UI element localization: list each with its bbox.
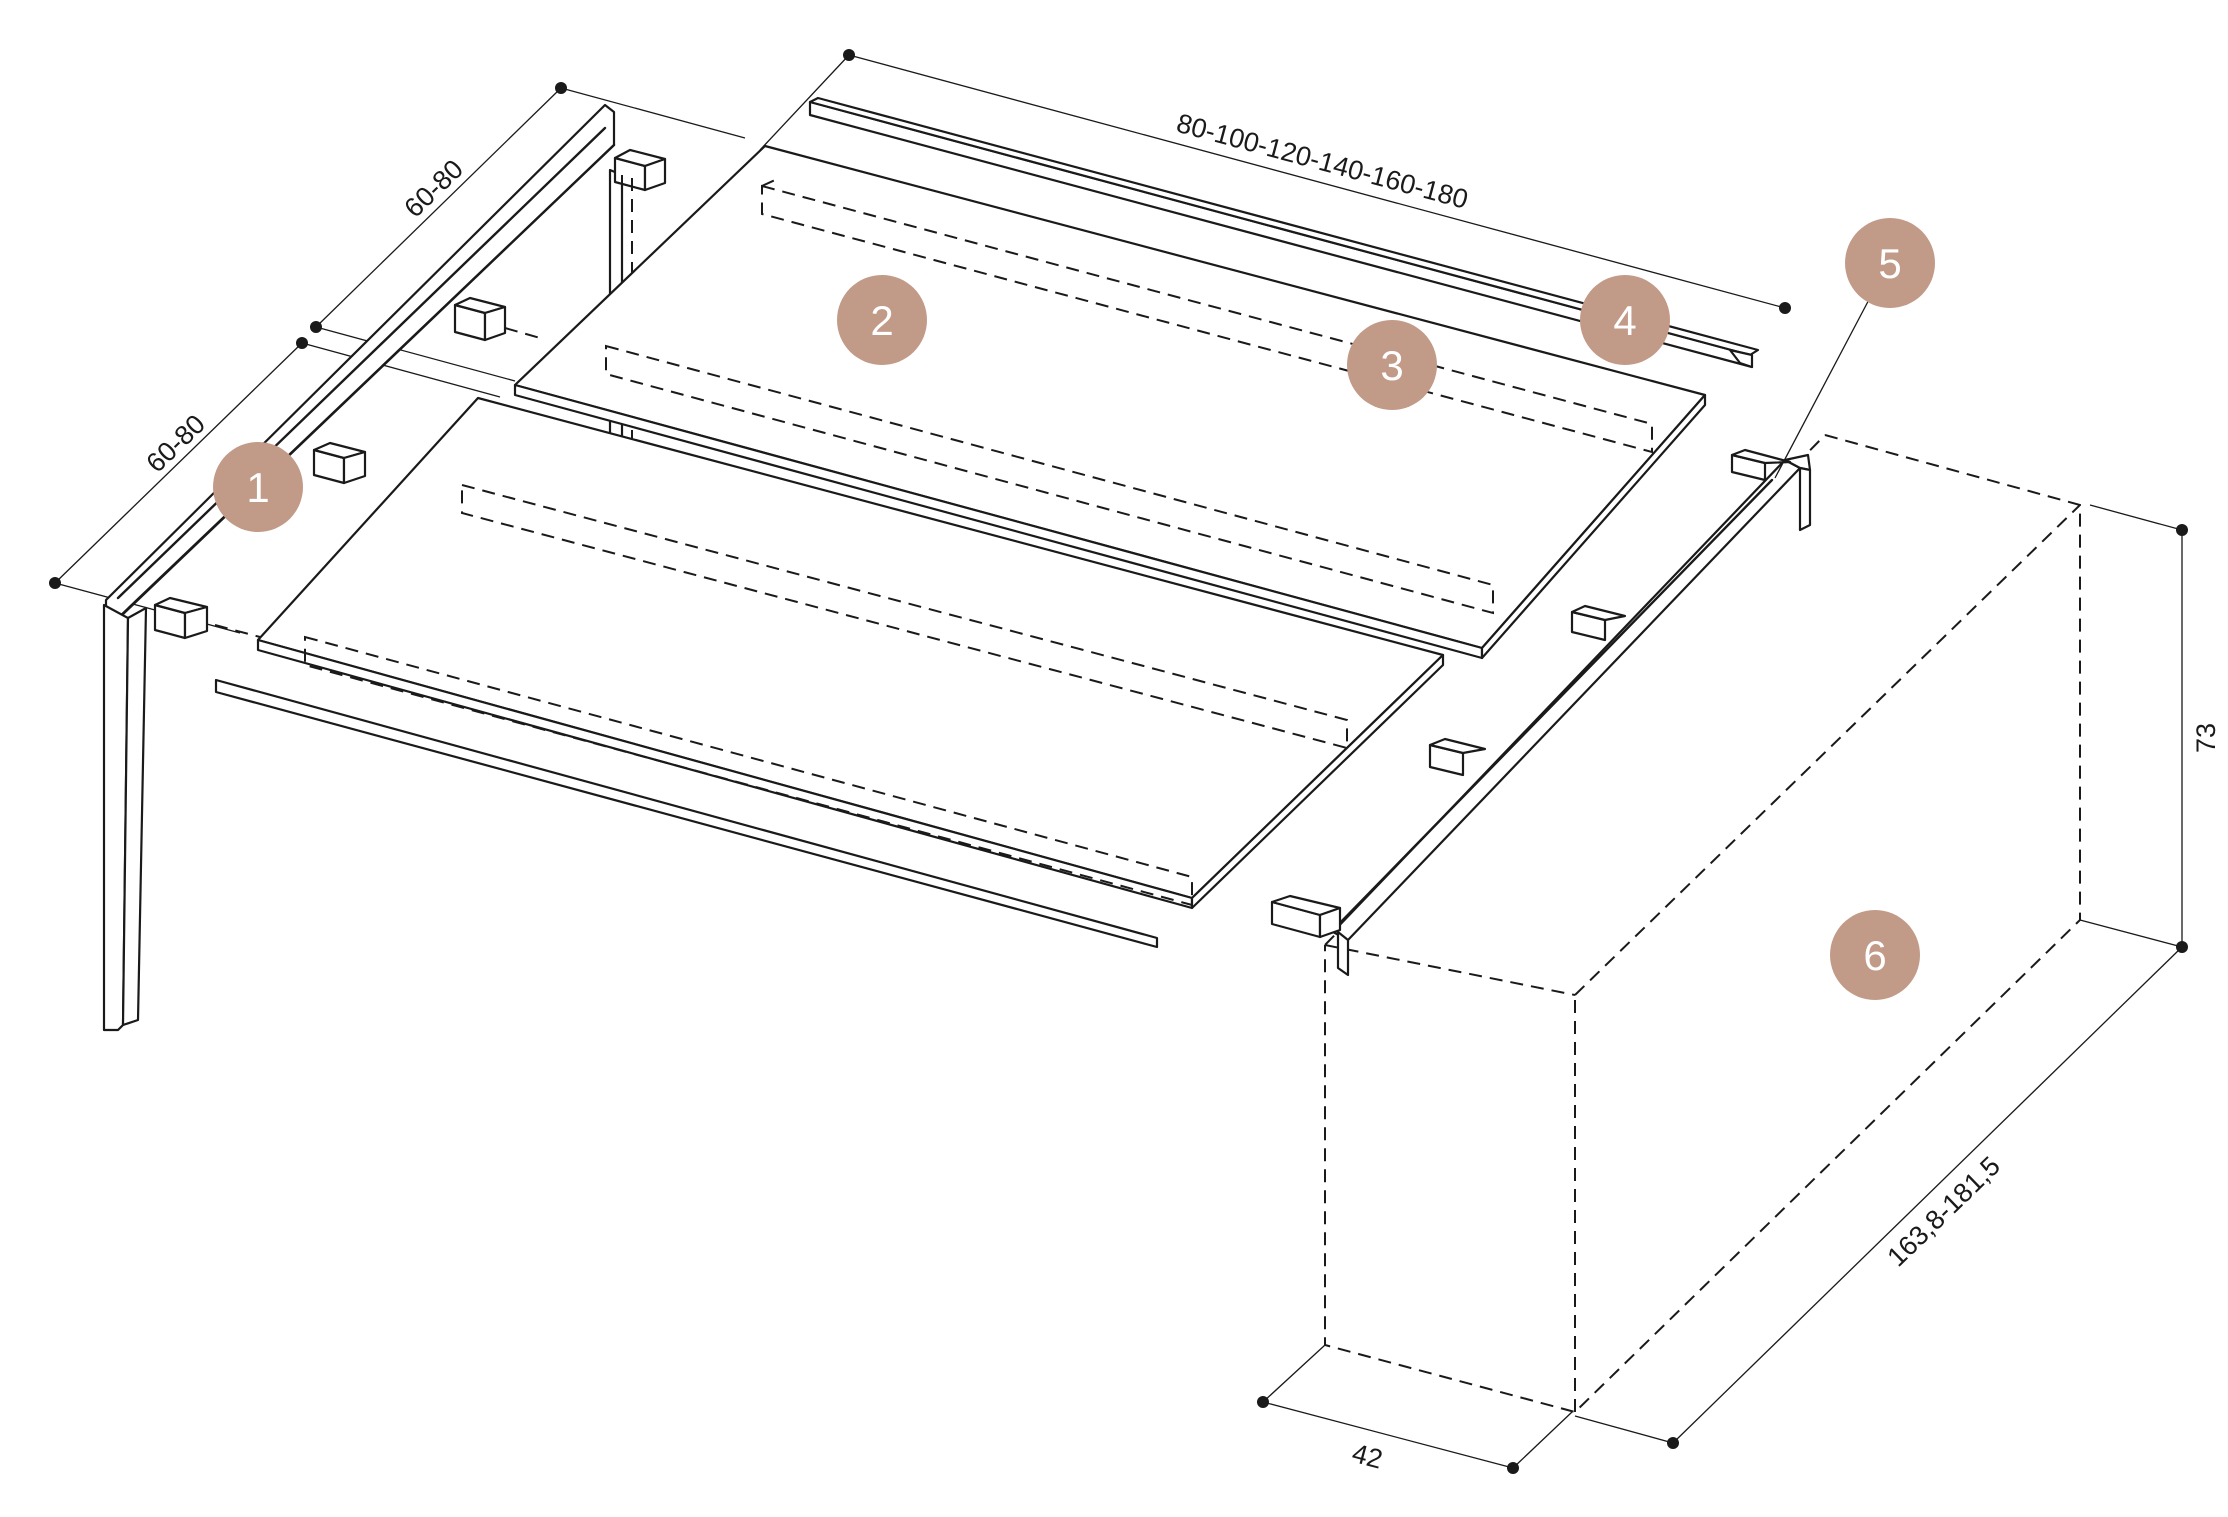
callout-4: 4 <box>1580 275 1670 365</box>
callout-1-label: 1 <box>246 464 269 511</box>
callout-1: 1 <box>213 442 303 532</box>
dim-depth-lower: 60-80 <box>140 409 211 479</box>
badge-circle <box>1830 910 1920 1000</box>
dim-cabinet-depth: 42 <box>1349 1438 1386 1475</box>
badge-circle <box>1347 320 1437 410</box>
callout-5: 5 <box>1845 218 1935 308</box>
callout-2: 2 <box>837 275 927 365</box>
dimension-lines <box>49 49 2188 1474</box>
desk-top-panels <box>256 144 1707 910</box>
callout-4-label: 4 <box>1613 297 1636 344</box>
badge-circle <box>1580 275 1670 365</box>
callout-3-label: 3 <box>1380 342 1403 389</box>
dim-width-range: 80-100-120-140-160-180 <box>1173 108 1471 215</box>
callout-2-label: 2 <box>870 297 893 344</box>
badge-circle <box>213 442 303 532</box>
callout-3: 3 <box>1347 320 1437 410</box>
badge-circle <box>1845 218 1935 308</box>
front-rail <box>214 678 1159 949</box>
callout-6: 6 <box>1830 910 1920 1000</box>
right-frame-beam <box>1270 448 1812 977</box>
callout-5-leader <box>1774 291 1874 479</box>
callout-badges: 1 2 3 4 5 6 <box>213 218 1935 1000</box>
back-rail <box>808 96 1760 369</box>
badge-circle <box>837 275 927 365</box>
callout-6-label: 6 <box>1863 932 1886 979</box>
callout-5-label: 5 <box>1878 240 1901 287</box>
dim-cabinet-length: 163,8-181,5 <box>1881 1151 2006 1273</box>
dim-height: 73 <box>2191 723 2221 753</box>
